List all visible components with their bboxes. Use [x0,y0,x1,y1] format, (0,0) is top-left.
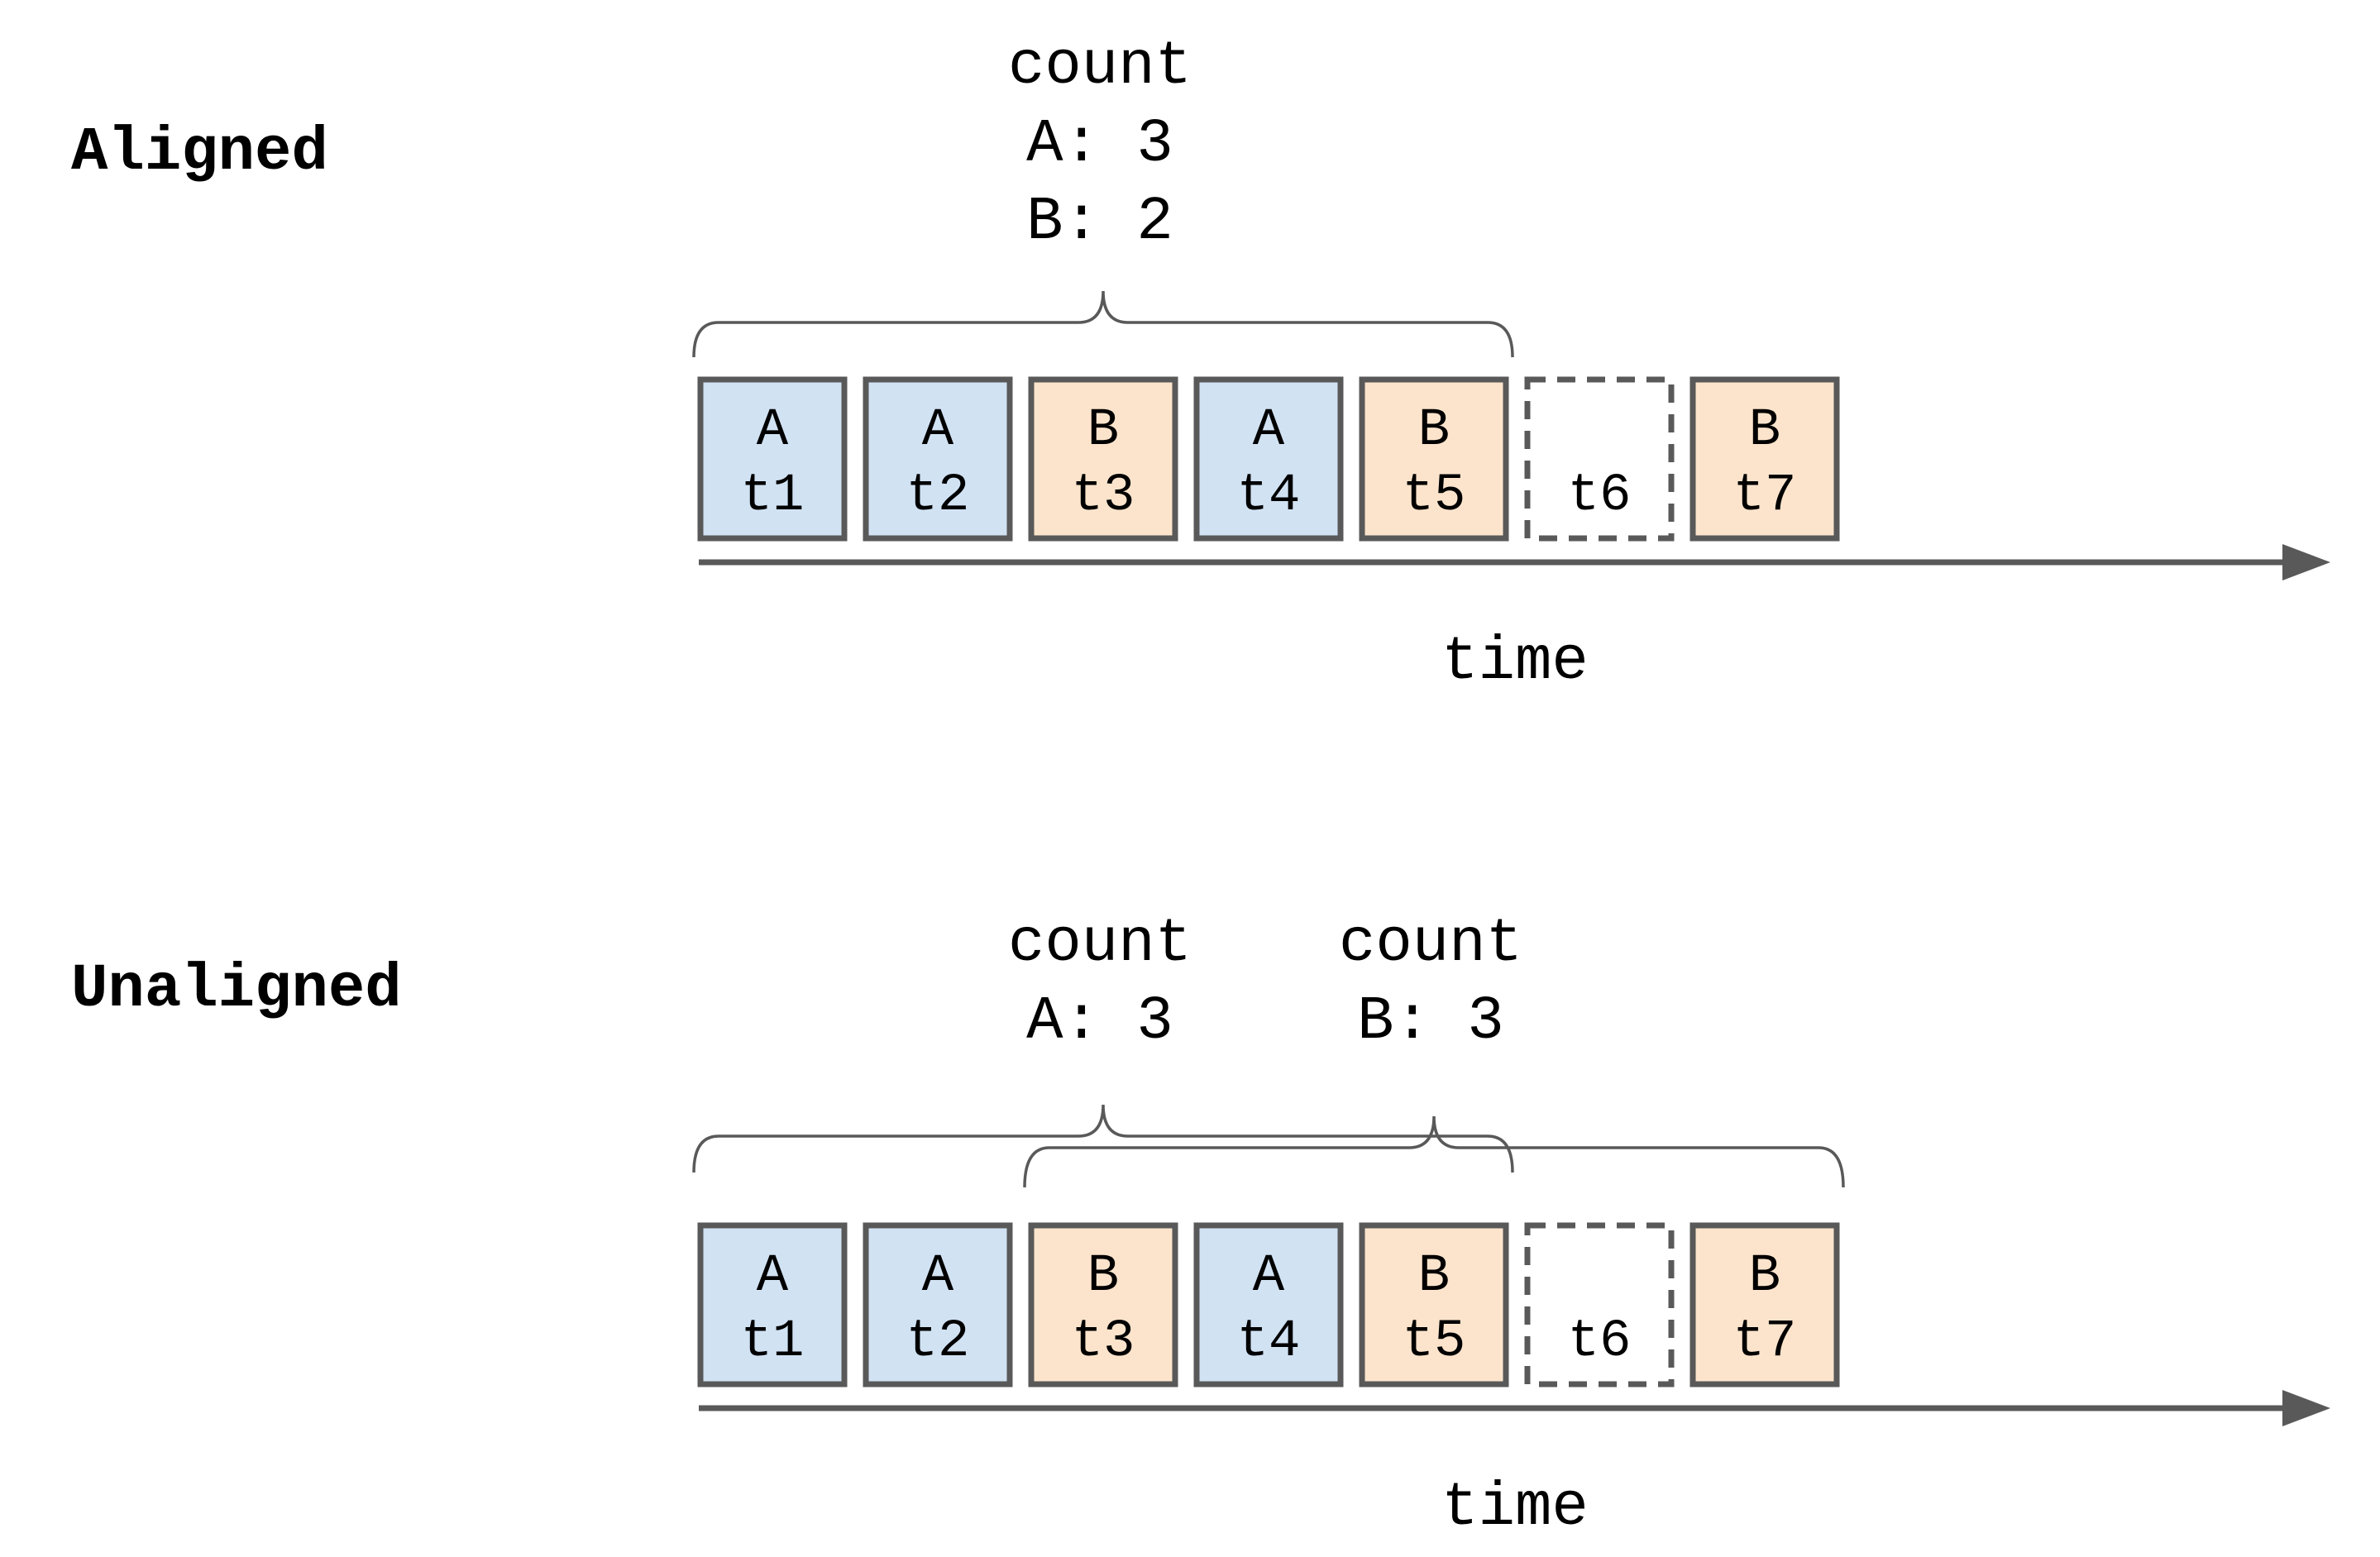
time-slot-box [1028,1222,1178,1387]
unaligned-window-b-label-line: B: 3 [1357,987,1504,1057]
aligned-window-labels: count A: 3 B: 2 [1008,32,1192,257]
time-slot-event-type: B [1418,1247,1450,1306]
aligned-window-label-line: B: 2 [1026,188,1173,257]
time-slot-t7: Bt7 [1689,376,1840,542]
time-slot-box [1359,1222,1509,1387]
time-slot-event-type: B [1087,401,1119,461]
time-slot-box [1193,376,1344,542]
time-slot-box [1193,1222,1344,1387]
time-slot-event-type: B [1749,401,1780,461]
aligned-window-braces [692,290,1514,358]
time-slot-event-type: A [922,1247,954,1306]
time-slot-t6: t6 [1524,1222,1675,1387]
aligned-time-axis [699,544,2330,580]
time-slot-t1: At1 [697,376,848,542]
time-slot-time-label: t5 [1403,1312,1466,1372]
time-slot-box [697,376,848,542]
time-slot-time-label: t3 [1072,1312,1135,1372]
time-slot-box [1524,1222,1675,1387]
unaligned-window-braces [692,1104,1845,1188]
time-slot-event-type: A [922,401,954,461]
time-slot-event-type: B [1418,401,1450,461]
unaligned-time-axis [699,1390,2330,1426]
time-slot-box [1524,376,1675,542]
time-slot-event-type: A [757,1247,789,1306]
unaligned-axis-arrowhead [2282,1390,2330,1426]
aligned-axis-arrowhead [2282,544,2330,580]
time-slot-t2: At2 [863,376,1013,542]
unaligned-window-a-label-line: A: 3 [1026,987,1173,1057]
window-brace [1023,1115,1845,1188]
time-slot-box [1689,1222,1840,1387]
unaligned-window-labels: count A: 3 count B: 3 [1008,910,1522,1057]
time-slot-t4: At4 [1193,376,1344,542]
time-slot-box [1689,376,1840,542]
window-brace [692,290,1514,358]
time-slot-time-label: t2 [906,1312,970,1372]
time-slot-event-type: A [1253,401,1285,461]
time-slot-t3: Bt3 [1028,1222,1178,1387]
time-slot-time-label: t1 [741,1312,805,1372]
time-slot-box [863,376,1013,542]
aligned-section-title: Aligned [71,118,328,188]
time-slot-time-label: t4 [1237,466,1301,526]
time-slot-t6: t6 [1524,376,1675,542]
unaligned-section: Unaligned count A: 3 count B: 3 At1At2Bt… [71,910,2330,1543]
unaligned-section-title: Unaligned [71,955,402,1024]
time-slot-time-label: t6 [1568,466,1632,526]
time-slot-t7: Bt7 [1689,1222,1840,1387]
time-slot-time-label: t6 [1568,1312,1632,1372]
time-slot-event-type: B [1749,1247,1780,1306]
time-slot-box [1028,376,1178,542]
time-slot-event-type: B [1087,1247,1119,1306]
time-slot-t3: Bt3 [1028,376,1178,542]
time-slot-time-label: t3 [1072,466,1135,526]
time-slot-time-label: t4 [1237,1312,1301,1372]
time-slot-event-type: A [757,401,789,461]
unaligned-window-a-label-line: count [1008,910,1192,979]
window-brace [692,1104,1514,1173]
time-slot-event-type: A [1253,1247,1285,1306]
time-slot-box [863,1222,1013,1387]
time-slot-t5: Bt5 [1359,376,1509,542]
unaligned-window-b-label-line: count [1339,910,1522,979]
time-slot-t2: At2 [863,1222,1013,1387]
time-slot-box [697,1222,848,1387]
time-slot-t4: At4 [1193,1222,1344,1387]
unaligned-axis-label: time [1441,1473,1589,1543]
aligned-window-label-line: A: 3 [1026,110,1173,179]
aligned-window-label-line: count [1008,32,1192,102]
time-slot-time-label: t1 [741,466,805,526]
time-slot-time-label: t7 [1733,1312,1797,1372]
time-slot-time-label: t2 [906,466,970,526]
time-slot-t1: At1 [697,1222,848,1387]
time-slot-time-label: t7 [1733,466,1797,526]
time-slot-box [1359,376,1509,542]
aligned-axis-label: time [1441,628,1589,697]
time-slot-t5: Bt5 [1359,1222,1509,1387]
time-slot-time-label: t5 [1403,466,1466,526]
